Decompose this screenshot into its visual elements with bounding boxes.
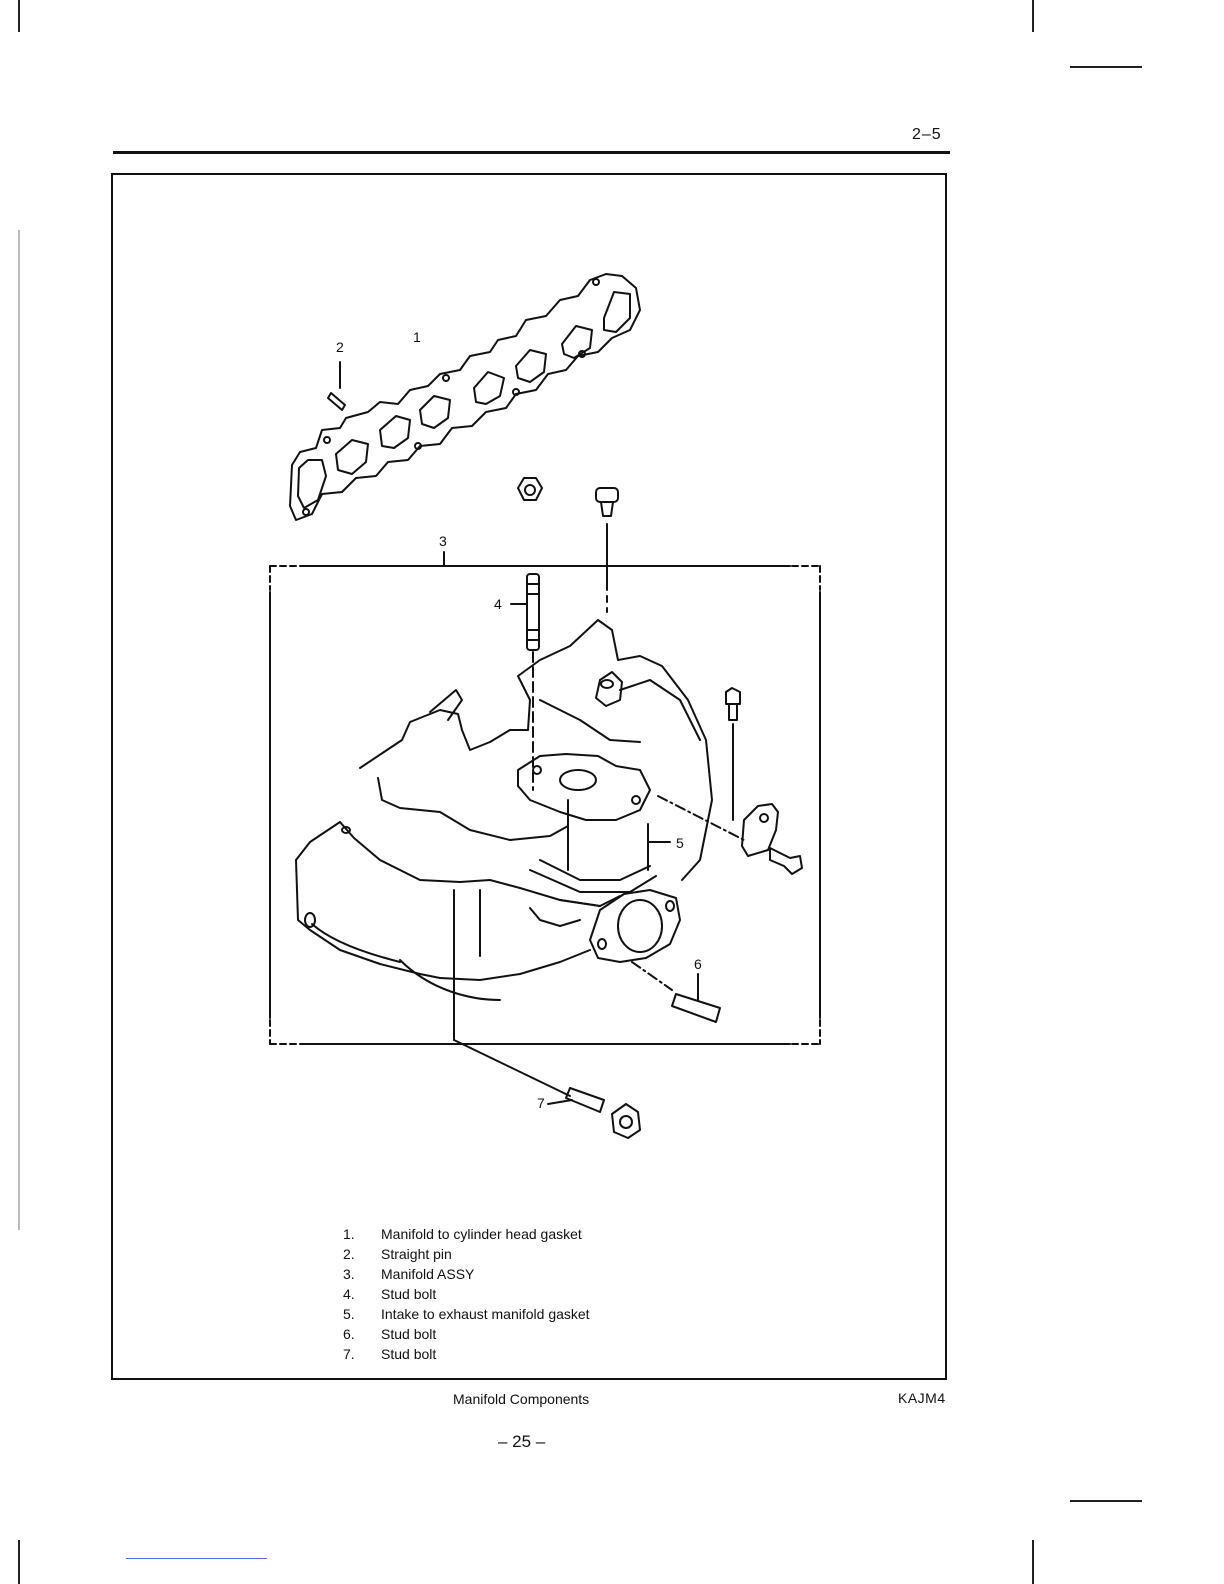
legend-item: 2.Straight pin: [343, 1244, 590, 1264]
assy-bracket: [270, 552, 820, 1044]
figure-code: KAJM4: [898, 1390, 946, 1406]
legend-item: 7.Stud bolt: [343, 1344, 590, 1364]
parts-legend: 1.Manifold to cylinder head gasket 2.Str…: [343, 1224, 590, 1364]
straight-pin-drawing: [328, 362, 345, 410]
side-bolt-drawing: [726, 688, 740, 820]
callout-1: 1: [413, 329, 421, 345]
top-nut-drawing: [518, 478, 542, 500]
legend-item: 4.Stud bolt: [343, 1284, 590, 1304]
page-number-footer: – 25 –: [498, 1432, 545, 1452]
legend-item: 3.Manifold ASSY: [343, 1264, 590, 1284]
callout-2: 2: [336, 339, 344, 355]
legend-item: 6.Stud bolt: [343, 1324, 590, 1344]
callout-6: 6: [694, 956, 702, 972]
figure-caption: Manifold Components: [453, 1391, 589, 1407]
top-plug-drawing: [596, 488, 618, 612]
legend-item: 5.Intake to exhaust manifold gasket: [343, 1304, 590, 1324]
callout-4: 4: [494, 596, 502, 612]
gasket-drawing: [290, 274, 640, 520]
stud-bolt-7-drawing: [454, 890, 640, 1138]
stud-bolt-4-drawing: [511, 574, 539, 790]
stud-bolt-6-drawing: [632, 962, 720, 1022]
manifold-body-drawing: [296, 620, 712, 1000]
callout-3: 3: [439, 533, 447, 549]
callout-5: 5: [676, 835, 684, 851]
legend-item: 1.Manifold to cylinder head gasket: [343, 1224, 590, 1244]
callout-7: 7: [537, 1095, 545, 1111]
